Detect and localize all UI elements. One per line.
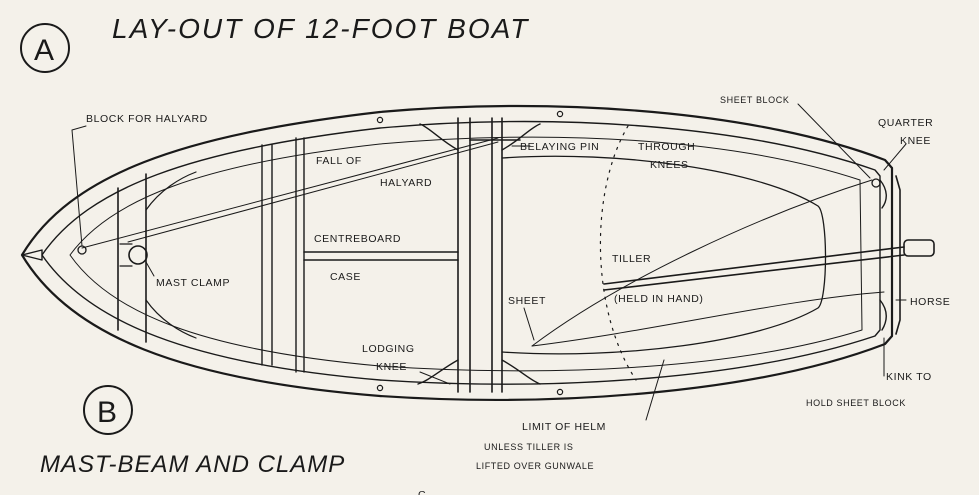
centreboard-case: [303, 251, 459, 261]
label-limit-of-helm: LIMIT OF HELM: [522, 421, 606, 433]
label-knee: KNEE: [900, 135, 931, 147]
leader-lines: [71, 103, 907, 421]
label-fall-of: FALL OF: [316, 155, 362, 167]
tiller: [603, 239, 935, 291]
label-hold-sheet-block: HOLD SHEET BLOCK: [806, 398, 906, 408]
marker-b: B: [83, 385, 133, 435]
stern-seat: [501, 155, 827, 355]
label-kink-to: KINK TO: [886, 371, 932, 383]
label-mast-clamp: MAST CLAMP: [156, 277, 230, 289]
hull: [20, 104, 894, 401]
label-lodging-knee: KNEE: [376, 361, 407, 373]
label-belaying-pin: BELAYING PIN: [520, 141, 599, 153]
diagram-title: LAY-OUT OF 12-FOOT BOAT: [112, 13, 529, 44]
horse: [895, 175, 901, 335]
marker-a-letter: A: [34, 34, 54, 67]
label-sheet-block: SHEET BLOCK: [720, 95, 789, 105]
marker-b-letter: B: [97, 396, 117, 429]
label-unless-tiller-is: UNLESS TILLER IS: [484, 442, 573, 452]
halyard-lines: [81, 137, 499, 249]
label-lodging: LODGING: [362, 343, 415, 355]
label-halyard: HALYARD: [380, 177, 432, 189]
fittings: [77, 110, 881, 396]
label-centreboard: CENTREBOARD: [314, 233, 401, 245]
sheet-line: [531, 179, 885, 347]
label-block-for-halyard: BLOCK FOR HALYARD: [86, 113, 208, 125]
frames: [261, 137, 305, 373]
label-lifted-over-gunwale: LIFTED OVER GUNWALE: [476, 461, 594, 471]
marker-a: A: [20, 23, 70, 73]
label-case: CASE: [330, 271, 361, 283]
label-knees: KNEES: [650, 159, 689, 171]
marker-c-letter: C: [418, 489, 426, 495]
limit-of-helm-arc: [599, 125, 637, 381]
mast-beam: [117, 171, 197, 343]
main-thwart: [417, 117, 541, 393]
label-through: THROUGH: [638, 141, 695, 153]
diagram-subtitle: MAST-BEAM AND CLAMP: [40, 451, 345, 478]
label-quarter: QUARTER: [878, 117, 933, 129]
label-sheet: SHEET: [508, 295, 546, 307]
label-horse: HORSE: [910, 296, 950, 308]
label-tiller: TILLER: [612, 253, 651, 265]
label-held-in-hand: (HELD IN HAND): [614, 293, 704, 305]
